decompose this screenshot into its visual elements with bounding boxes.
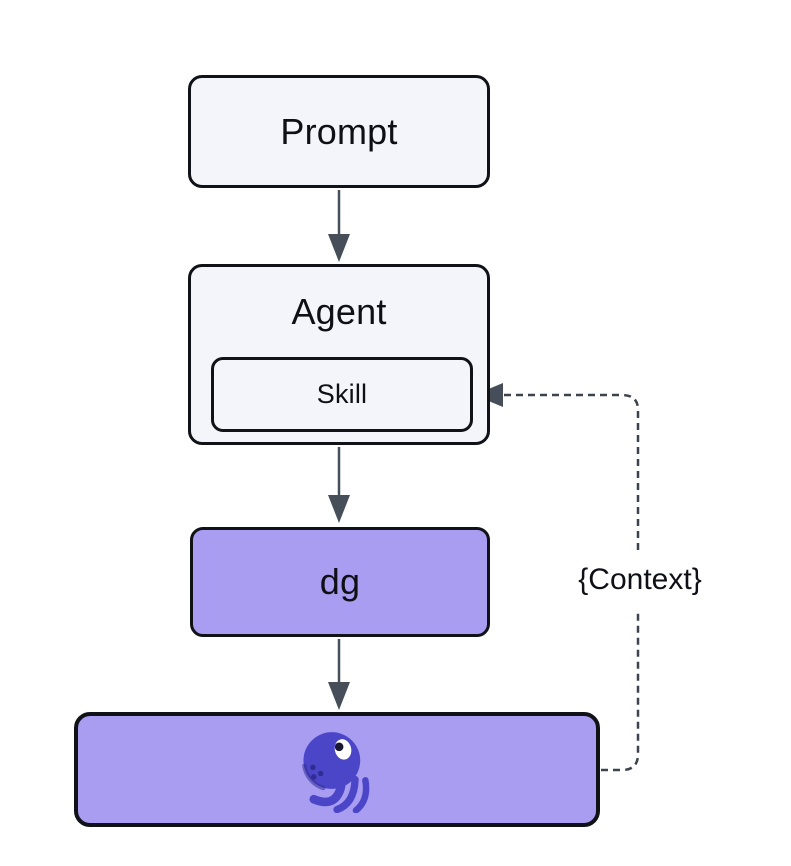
- node-runtime: [74, 712, 600, 827]
- node-agent-label: Agent: [291, 291, 387, 332]
- octopus-logo-icon: [302, 731, 370, 813]
- arrowhead-down-icon: [328, 682, 350, 710]
- node-skill-label: Skill: [316, 379, 368, 409]
- edge-agent-dg: [328, 447, 350, 523]
- edge-prompt-agent: [328, 190, 350, 262]
- edge-label-context: {Context}: [540, 556, 740, 604]
- edge-dg-runtime: [328, 639, 350, 710]
- arrowhead-down-icon: [328, 495, 350, 523]
- node-dg-label: dg: [319, 561, 361, 602]
- node-skill: Skill: [211, 357, 473, 432]
- node-prompt: Prompt: [188, 75, 490, 188]
- node-prompt-label: Prompt: [280, 110, 398, 152]
- node-dg: dg: [190, 527, 490, 637]
- arrowhead-down-icon: [328, 234, 350, 262]
- node-agent: Agent Skill: [188, 264, 490, 445]
